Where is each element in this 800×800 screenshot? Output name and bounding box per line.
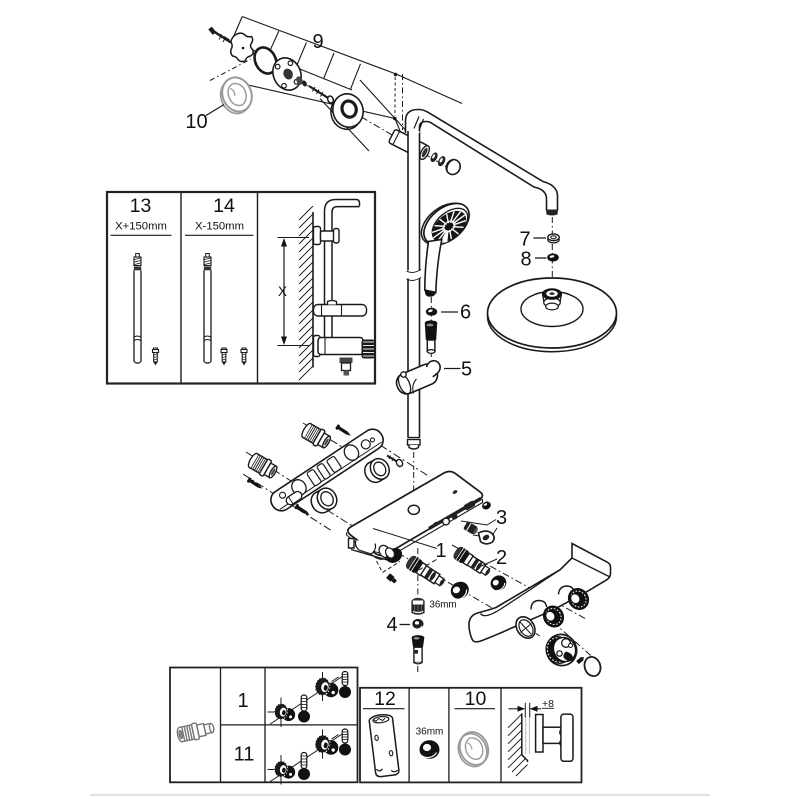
svg-text:13: 13 [130, 195, 152, 217]
svg-text:5: 5 [461, 359, 472, 381]
svg-text:10: 10 [185, 111, 207, 133]
svg-text:7: 7 [519, 229, 530, 251]
svg-text:X+150mm: X+150mm [115, 221, 167, 233]
svg-text:9: 9 [312, 31, 323, 53]
svg-text:X-150mm: X-150mm [195, 221, 244, 233]
svg-text:12: 12 [374, 688, 396, 710]
svg-text:2: 2 [496, 547, 507, 569]
svg-text:1: 1 [435, 540, 446, 562]
svg-text:10: 10 [465, 688, 487, 710]
svg-text:36mm: 36mm [416, 727, 444, 738]
svg-text:3: 3 [496, 507, 507, 529]
svg-text:8: 8 [520, 249, 531, 271]
svg-text:4: 4 [386, 614, 397, 636]
svg-text:6: 6 [460, 302, 471, 324]
svg-text:36mm: 36mm [429, 600, 456, 611]
svg-text:+8: +8 [542, 698, 554, 710]
svg-text:X: X [278, 284, 287, 299]
svg-text:11: 11 [234, 744, 255, 766]
svg-text:14: 14 [213, 195, 235, 217]
svg-text:1: 1 [237, 690, 248, 712]
